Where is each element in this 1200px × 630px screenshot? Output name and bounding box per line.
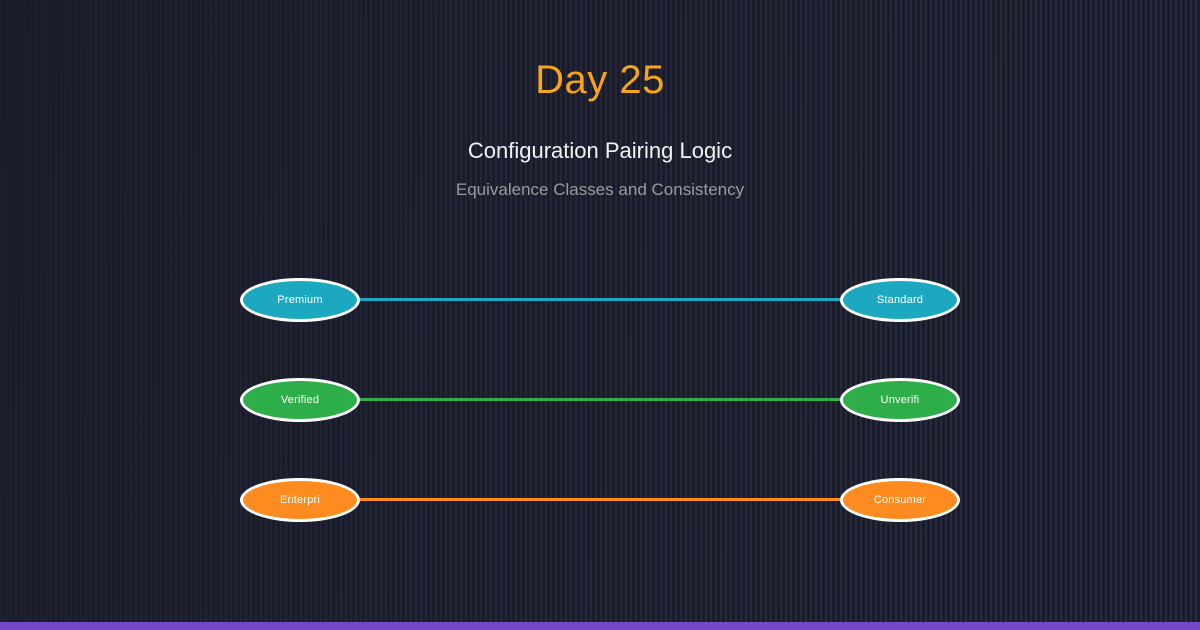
connector-line — [355, 298, 845, 301]
page-title: Configuration Pairing Logic — [467, 138, 733, 163]
right-node: Standard — [840, 278, 960, 322]
left-node-label: Premium — [277, 294, 323, 306]
left-node: Enterpri — [240, 478, 360, 522]
right-node: Consumer — [840, 478, 960, 522]
connector-line — [355, 498, 845, 501]
right-node-label: Standard — [876, 294, 924, 306]
left-node-label: Verified — [280, 394, 320, 406]
connector-line — [355, 398, 845, 401]
right-node: Unverifi — [840, 378, 960, 422]
left-node-label: Enterpri — [279, 494, 321, 506]
pair-row: Enterpri Consumer — [0, 478, 1200, 522]
right-node-label: Consumer — [873, 494, 927, 506]
pair-row: Verified Unverifi — [0, 378, 1200, 422]
left-node: Verified — [240, 378, 360, 422]
footer-accent-bar — [0, 622, 1200, 630]
day-label: Day 25 — [535, 58, 665, 102]
pair-row: Premium Standard — [0, 278, 1200, 322]
right-node-label: Unverifi — [880, 394, 920, 406]
left-node: Premium — [240, 278, 360, 322]
page-subtitle: Equivalence Classes and Consistency — [455, 180, 745, 199]
